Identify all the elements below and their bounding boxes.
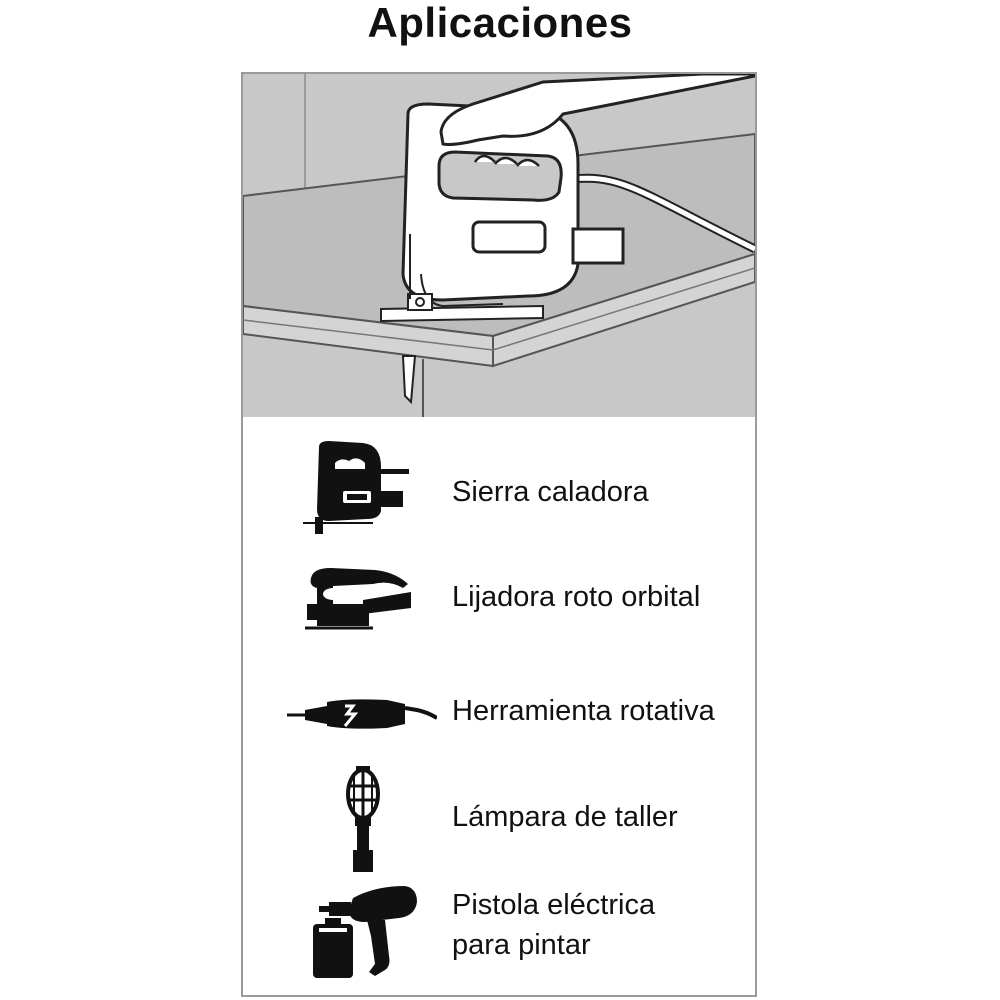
spray-gun-icon [305,884,420,989]
application-label: Lijadora roto orbital [452,581,701,613]
application-item-spray-gun: Pistola eléctrica para pintar [243,884,755,984]
application-label: Sierra caladora [452,476,649,508]
application-label: Herramienta rotativa [452,695,715,727]
application-item-orbital-sander: Lijadora roto orbital [243,564,755,634]
jigsaw-illustration [243,74,755,417]
applications-panel: Sierra caladora Lijadora roto orbital [241,72,757,997]
application-item-jigsaw: Sierra caladora [243,439,755,535]
application-label-line-1: Pistola eléctrica [452,889,656,921]
work-lamp-icon [338,764,388,881]
application-label-line-2: para pintar [452,929,591,961]
rotary-tool-icon [287,696,439,737]
application-item-work-lamp: Lámpara de taller [243,764,755,874]
jigsaw-icon [301,439,411,539]
orbital-sander-icon [303,564,418,639]
application-label: Lámpara de taller [452,801,678,833]
application-item-rotary-tool: Herramienta rotativa [243,692,755,732]
page-title: Aplicaciones [367,0,633,46]
